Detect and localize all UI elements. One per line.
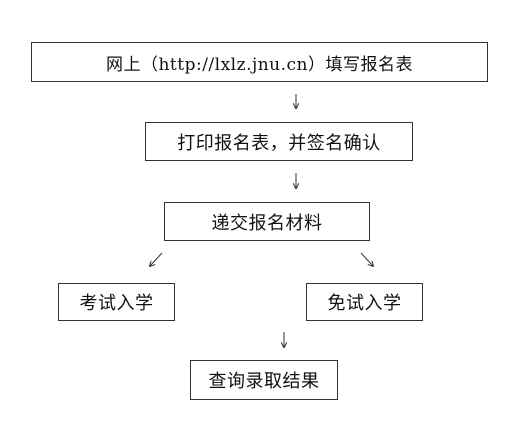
step-online-form-label: 网上（http://lxlz.jnu.cn）填写报名表 xyxy=(105,54,414,75)
step-exam-entry: 考试入学 xyxy=(58,283,175,321)
step-exempt-entry: 免试入学 xyxy=(306,283,423,321)
arrow-down-left-icon xyxy=(150,252,163,266)
step-check-results-label: 查询录取结果 xyxy=(208,371,320,392)
step-exempt-entry-label: 免试入学 xyxy=(327,293,402,314)
step-exam-entry-label: 考试入学 xyxy=(79,293,154,314)
step-online-form: 网上（http://lxlz.jnu.cn）填写报名表 xyxy=(31,42,488,82)
step-print-sign: 打印报名表，并签名确认 xyxy=(145,122,413,161)
arrow-down-right-icon xyxy=(360,252,373,266)
step-check-results: 查询录取结果 xyxy=(190,360,338,400)
step-submit-materials-label: 递交报名材料 xyxy=(211,212,323,234)
step-print-sign-label: 打印报名表，并签名确认 xyxy=(177,132,381,154)
step-submit-materials: 递交报名材料 xyxy=(164,202,370,241)
